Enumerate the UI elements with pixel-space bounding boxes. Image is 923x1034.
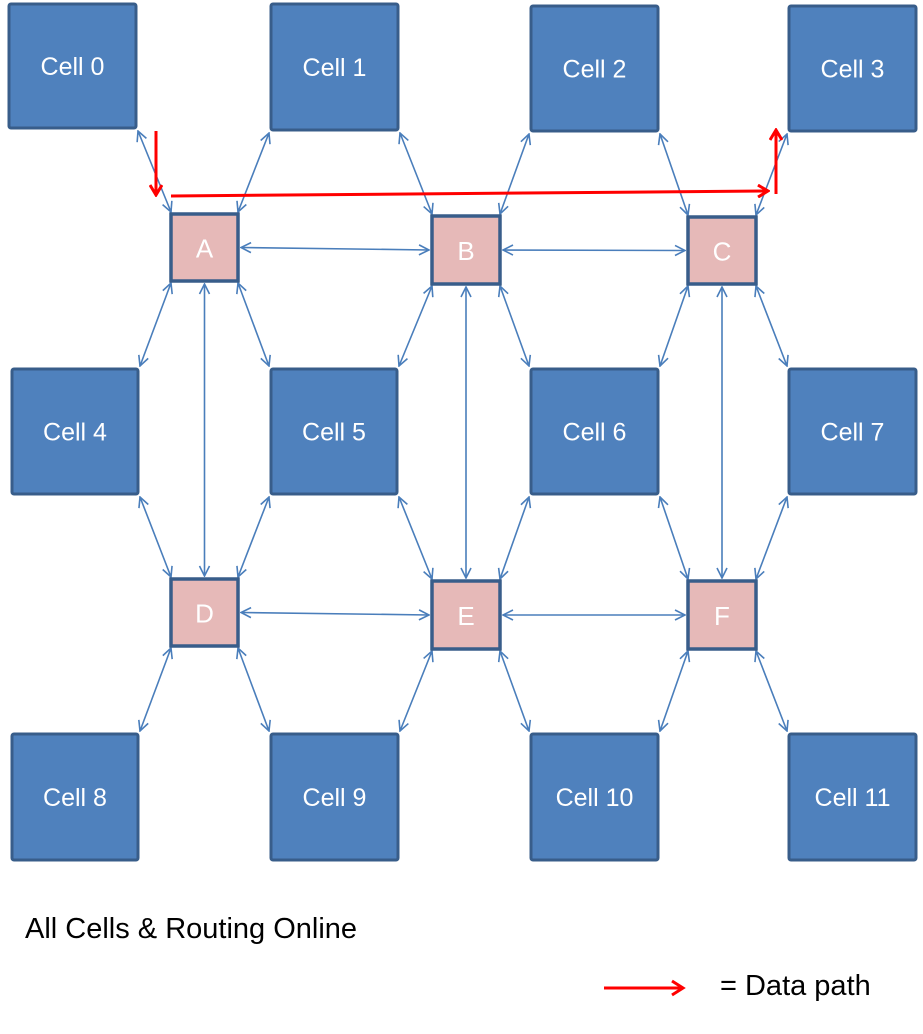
router-b[interactable]: B — [430, 214, 502, 286]
cell-link-cell-5-E — [399, 497, 432, 579]
cell-box — [269, 367, 399, 496]
cell-5[interactable]: Cell 5 — [269, 367, 399, 496]
cell-link-cell-10-E — [500, 651, 529, 731]
cell-link-cell-8-D — [140, 648, 171, 731]
cell-link-cell-6-E — [500, 497, 529, 579]
cell-label: Cell 6 — [563, 419, 627, 447]
cell-link-cell-5-A — [238, 283, 269, 366]
cell-link-cell-4-D — [140, 497, 171, 577]
links-layer — [138, 131, 787, 731]
cell-label: Cell 8 — [43, 784, 107, 812]
cell-link-cell-9-D — [238, 648, 269, 731]
router-link-D-E — [241, 613, 429, 616]
cell-label: Cell 9 — [303, 784, 367, 812]
cell-1[interactable]: Cell 1 — [269, 2, 400, 132]
cell-0[interactable]: Cell 0 — [7, 2, 138, 130]
cell-link-cell-10-F — [660, 651, 688, 731]
cell-label: Cell 4 — [43, 419, 107, 447]
cell-2[interactable]: Cell 2 — [529, 4, 660, 133]
status-caption: All Cells & Routing Online — [25, 913, 358, 945]
cell-box — [787, 732, 918, 862]
cell-6[interactable]: Cell 6 — [529, 367, 660, 496]
router-box — [686, 579, 758, 651]
router-box — [169, 212, 240, 283]
cell-label: Cell 1 — [303, 54, 367, 82]
network-diagram: Cell 0 Cell 1 Cell 2 Cell 3 Cell 4 Cell 5 Cell… — [7, 2, 918, 862]
cell-11[interactable]: Cell 11 — [787, 732, 918, 862]
cell-box — [7, 2, 138, 130]
cell-4[interactable]: Cell 4 — [10, 367, 140, 496]
cell-box — [529, 4, 660, 133]
cell-7[interactable]: Cell 7 — [787, 367, 918, 496]
cell-link-cell-7-F — [756, 497, 787, 579]
router-label: C — [713, 237, 732, 267]
cell-3[interactable]: Cell 3 — [787, 4, 918, 133]
cell-label: Cell 11 — [815, 784, 891, 812]
cell-link-cell-6-C — [660, 286, 688, 366]
router-label: B — [457, 236, 474, 266]
data-path-horizontal-arrow — [170, 191, 768, 196]
router-label: F — [714, 601, 730, 631]
cell-10[interactable]: Cell 10 — [529, 732, 660, 862]
cell-link-cell-11-F — [756, 651, 787, 731]
router-box — [169, 577, 240, 648]
router-label: D — [195, 599, 214, 629]
cell-link-cell-5-B — [399, 286, 432, 366]
router-d[interactable]: D — [169, 577, 240, 648]
router-a[interactable]: A — [169, 212, 240, 283]
cell-box — [10, 732, 140, 862]
cell-box — [529, 367, 660, 496]
cell-8[interactable]: Cell 8 — [10, 732, 140, 862]
cell-9[interactable]: Cell 9 — [269, 732, 400, 862]
router-box — [686, 215, 758, 286]
cell-label: Cell 5 — [302, 419, 366, 447]
cell-box — [787, 4, 918, 133]
cell-label: Cell 0 — [41, 53, 105, 81]
nodes-layer: Cell 0 Cell 1 Cell 2 Cell 3 Cell 4 Cell 5 Cell… — [7, 2, 918, 862]
cell-link-cell-6-F — [660, 497, 688, 579]
data-path-layer — [156, 130, 776, 196]
router-box — [430, 579, 502, 651]
cell-label: Cell 3 — [821, 56, 885, 84]
cell-link-cell-7-C — [756, 286, 787, 366]
cell-box — [269, 732, 400, 862]
cell-link-cell-1-B — [400, 133, 432, 214]
cell-label: Cell 2 — [563, 56, 627, 84]
cell-link-cell-3-C — [756, 134, 787, 215]
router-c[interactable]: C — [686, 215, 758, 286]
cell-link-cell-1-A — [238, 133, 269, 212]
cell-link-cell-2-B — [500, 134, 529, 214]
router-link-A-B — [241, 248, 429, 251]
router-label: E — [457, 601, 474, 631]
router-e[interactable]: E — [430, 579, 502, 651]
legend-label: = Data path — [720, 970, 871, 1002]
cell-box — [269, 2, 400, 132]
cell-box — [10, 367, 140, 496]
router-label: A — [196, 234, 214, 264]
router-link-B-C — [503, 250, 685, 251]
cell-link-cell-4-A — [140, 283, 171, 366]
cell-label: Cell 10 — [556, 784, 634, 812]
cell-link-cell-6-B — [500, 286, 529, 366]
cell-label: Cell 7 — [821, 419, 885, 447]
cell-link-cell-9-E — [400, 651, 432, 731]
router-box — [430, 214, 502, 286]
cell-box — [787, 367, 918, 496]
cell-box — [529, 732, 660, 862]
data-path-legend-arrow-icon — [604, 979, 686, 997]
cell-link-cell-2-C — [660, 134, 688, 215]
cell-link-cell-5-D — [238, 497, 269, 577]
router-f[interactable]: F — [686, 579, 758, 651]
